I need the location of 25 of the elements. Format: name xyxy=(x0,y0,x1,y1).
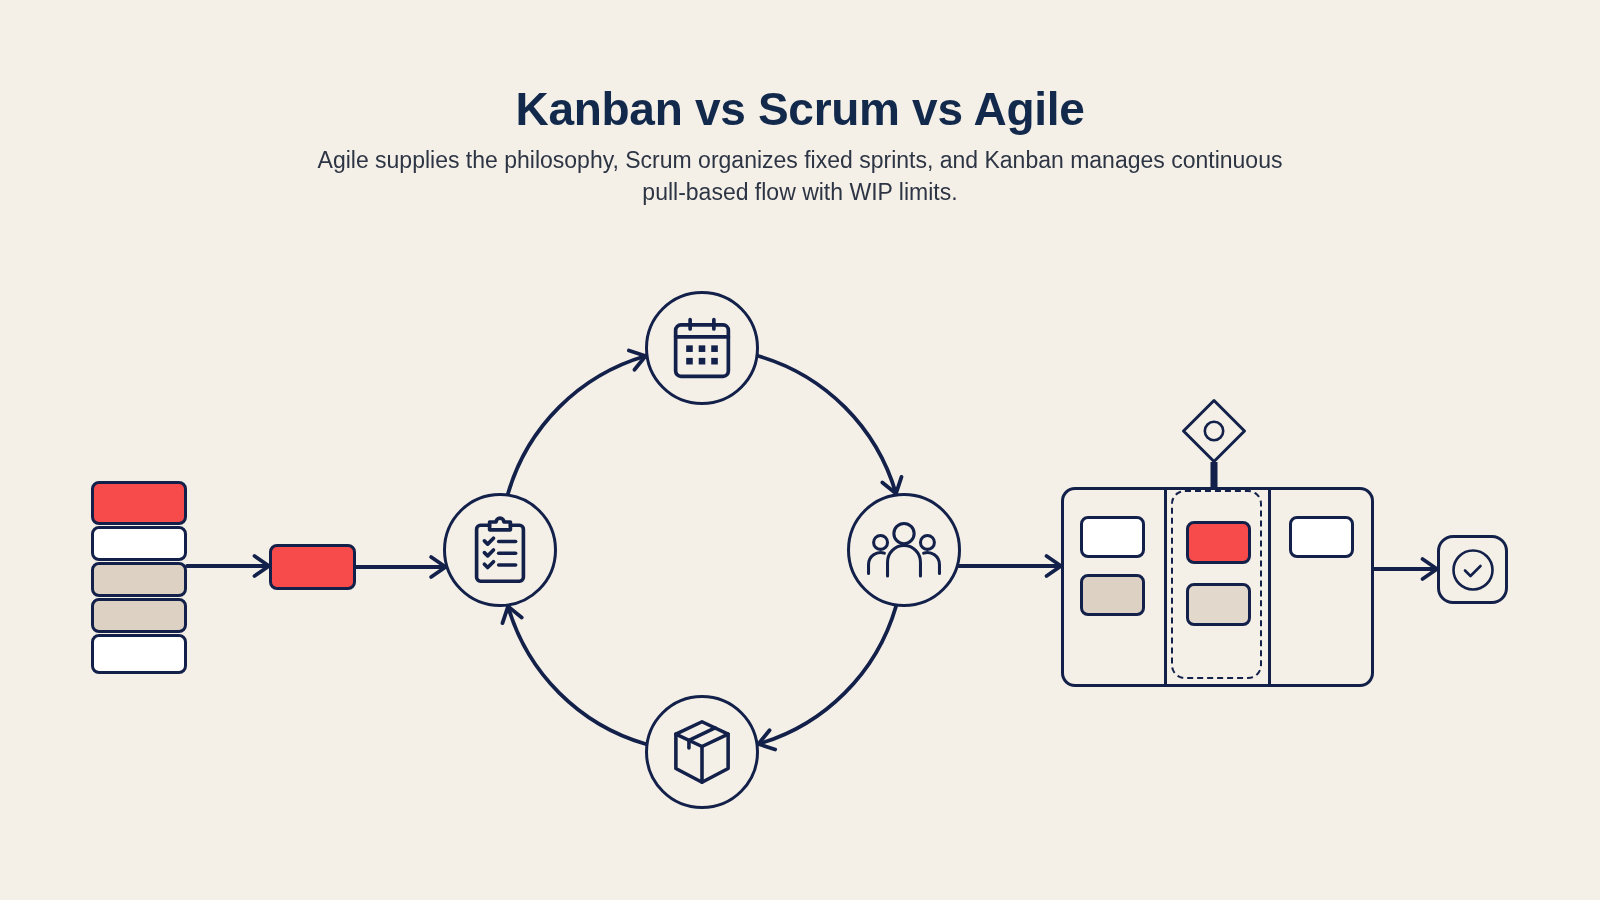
task-card xyxy=(91,481,187,525)
task-card xyxy=(91,634,187,674)
sign-post xyxy=(1210,462,1218,487)
task-card xyxy=(1289,516,1354,558)
subtitle: Agile supplies the philosophy, Scrum organizes fixed sprints, and Kanban manages continuous pull-based flow with WIP limits. xyxy=(316,146,1284,207)
task-card xyxy=(1080,516,1145,558)
task-card xyxy=(1185,520,1251,564)
wip-limit-lane xyxy=(1171,490,1262,679)
arrow xyxy=(354,555,448,579)
task-card xyxy=(91,598,187,633)
arrow xyxy=(756,604,898,751)
diamond-sign xyxy=(1181,398,1247,464)
task-card xyxy=(269,544,356,590)
arrow xyxy=(185,554,271,578)
task-card xyxy=(91,526,187,561)
arrow xyxy=(1372,557,1439,581)
arrow xyxy=(756,354,903,496)
kanban-board xyxy=(1061,487,1374,687)
arrow xyxy=(506,349,648,496)
arrow xyxy=(501,604,648,746)
task-card xyxy=(1080,574,1145,616)
title: Kanban vs Scrum vs Agile xyxy=(515,82,1085,137)
task-card xyxy=(1185,582,1251,626)
task-card xyxy=(91,562,187,597)
done-tile xyxy=(1437,535,1508,604)
